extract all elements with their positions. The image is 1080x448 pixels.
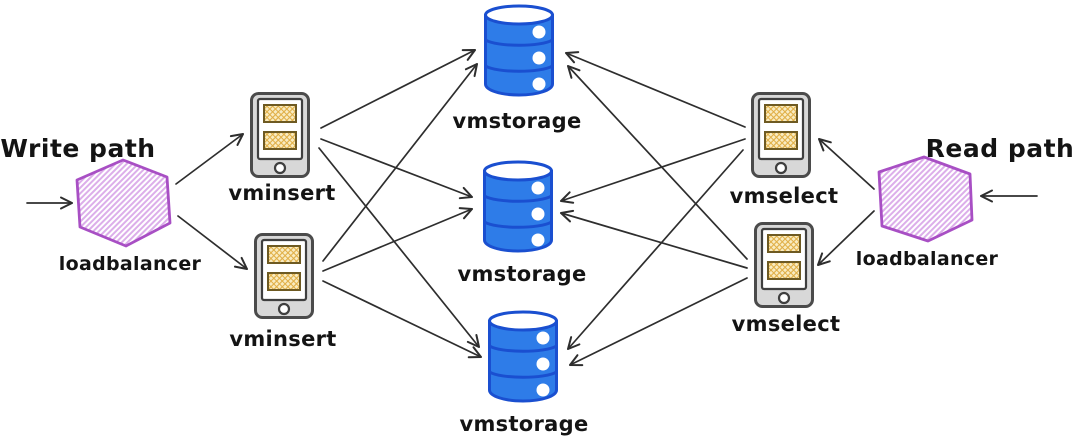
edge-read-loadbalancer-vmselect-1 — [818, 138, 875, 190]
read-path-title: Read path — [926, 134, 1075, 163]
vmstorage-1-label: vmstorage — [452, 109, 581, 133]
vmselect-1-label: vmselect — [730, 184, 839, 208]
edge-write-loadbalancer-vminsert-1 — [175, 133, 244, 185]
write-loadbalancer-hexagon-icon — [75, 158, 172, 248]
read-loadbalancer-hexagon-icon — [877, 155, 974, 243]
vmstorage-node-1: vmstorage — [452, 4, 581, 133]
edge-vmselect-1-vmstorage-3 — [567, 149, 744, 350]
read-loadbalancer-label: loadbalancer — [856, 248, 999, 270]
edge-vmselect-1-vmstorage-1 — [565, 51, 746, 128]
vminsert-2-label: vminsert — [229, 327, 336, 351]
write-path-title: Write path — [0, 134, 155, 163]
vminsert-node-1: vminsert — [228, 92, 335, 205]
vmselect-node-2: vmselect — [732, 222, 841, 336]
edge-read-loadbalancer-vmselect-2 — [817, 210, 875, 266]
write-loadbalancer-label: loadbalancer — [59, 253, 202, 275]
vmstorage-3-label: vmstorage — [459, 412, 588, 436]
vmstorage-2-label: vmstorage — [457, 262, 586, 286]
server-device-icon — [250, 92, 310, 178]
database-icon — [483, 160, 553, 253]
vminsert-node-2: vminsert — [229, 233, 336, 351]
edge-vminsert-1-vmstorage-3 — [318, 147, 480, 348]
edge-vmselect-2-vmstorage-1 — [567, 65, 748, 260]
edge-vminsert-1-vmstorage-1 — [320, 49, 476, 129]
vmselect-2-label: vmselect — [732, 312, 841, 336]
vmstorage-node-3: vmstorage — [459, 310, 588, 436]
vmstorage-node-2: vmstorage — [457, 160, 586, 286]
edge-write-loadbalancer-vminsert-2 — [177, 215, 248, 270]
edge-vmselect-1-vmstorage-2 — [560, 138, 746, 204]
edges — [26, 49, 1038, 367]
server-device-icon — [254, 233, 314, 319]
vmselect-node-1: vmselect — [730, 92, 839, 208]
vminsert-1-label: vminsert — [228, 181, 335, 205]
database-icon — [488, 310, 558, 403]
database-icon — [484, 4, 554, 97]
edge-vminsert-2-vmstorage-2 — [322, 207, 473, 272]
edge-vmselect-2-vmstorage-2 — [560, 209, 748, 269]
write-path-section: Write path loadbalancer vminsert vminser… — [0, 92, 336, 351]
server-device-icon — [754, 222, 814, 308]
edge-vmselect-2-vmstorage-3 — [569, 277, 748, 367]
read-path-section: Read path loadbalancer vmselect vmselect — [730, 92, 1075, 336]
edge-vminsert-2-vmstorage-3 — [322, 280, 482, 359]
server-device-icon — [751, 92, 811, 178]
storage-section: vmstorage vmstorage vmstorage — [452, 4, 588, 436]
edge-vminsert-2-vmstorage-1 — [322, 63, 478, 262]
